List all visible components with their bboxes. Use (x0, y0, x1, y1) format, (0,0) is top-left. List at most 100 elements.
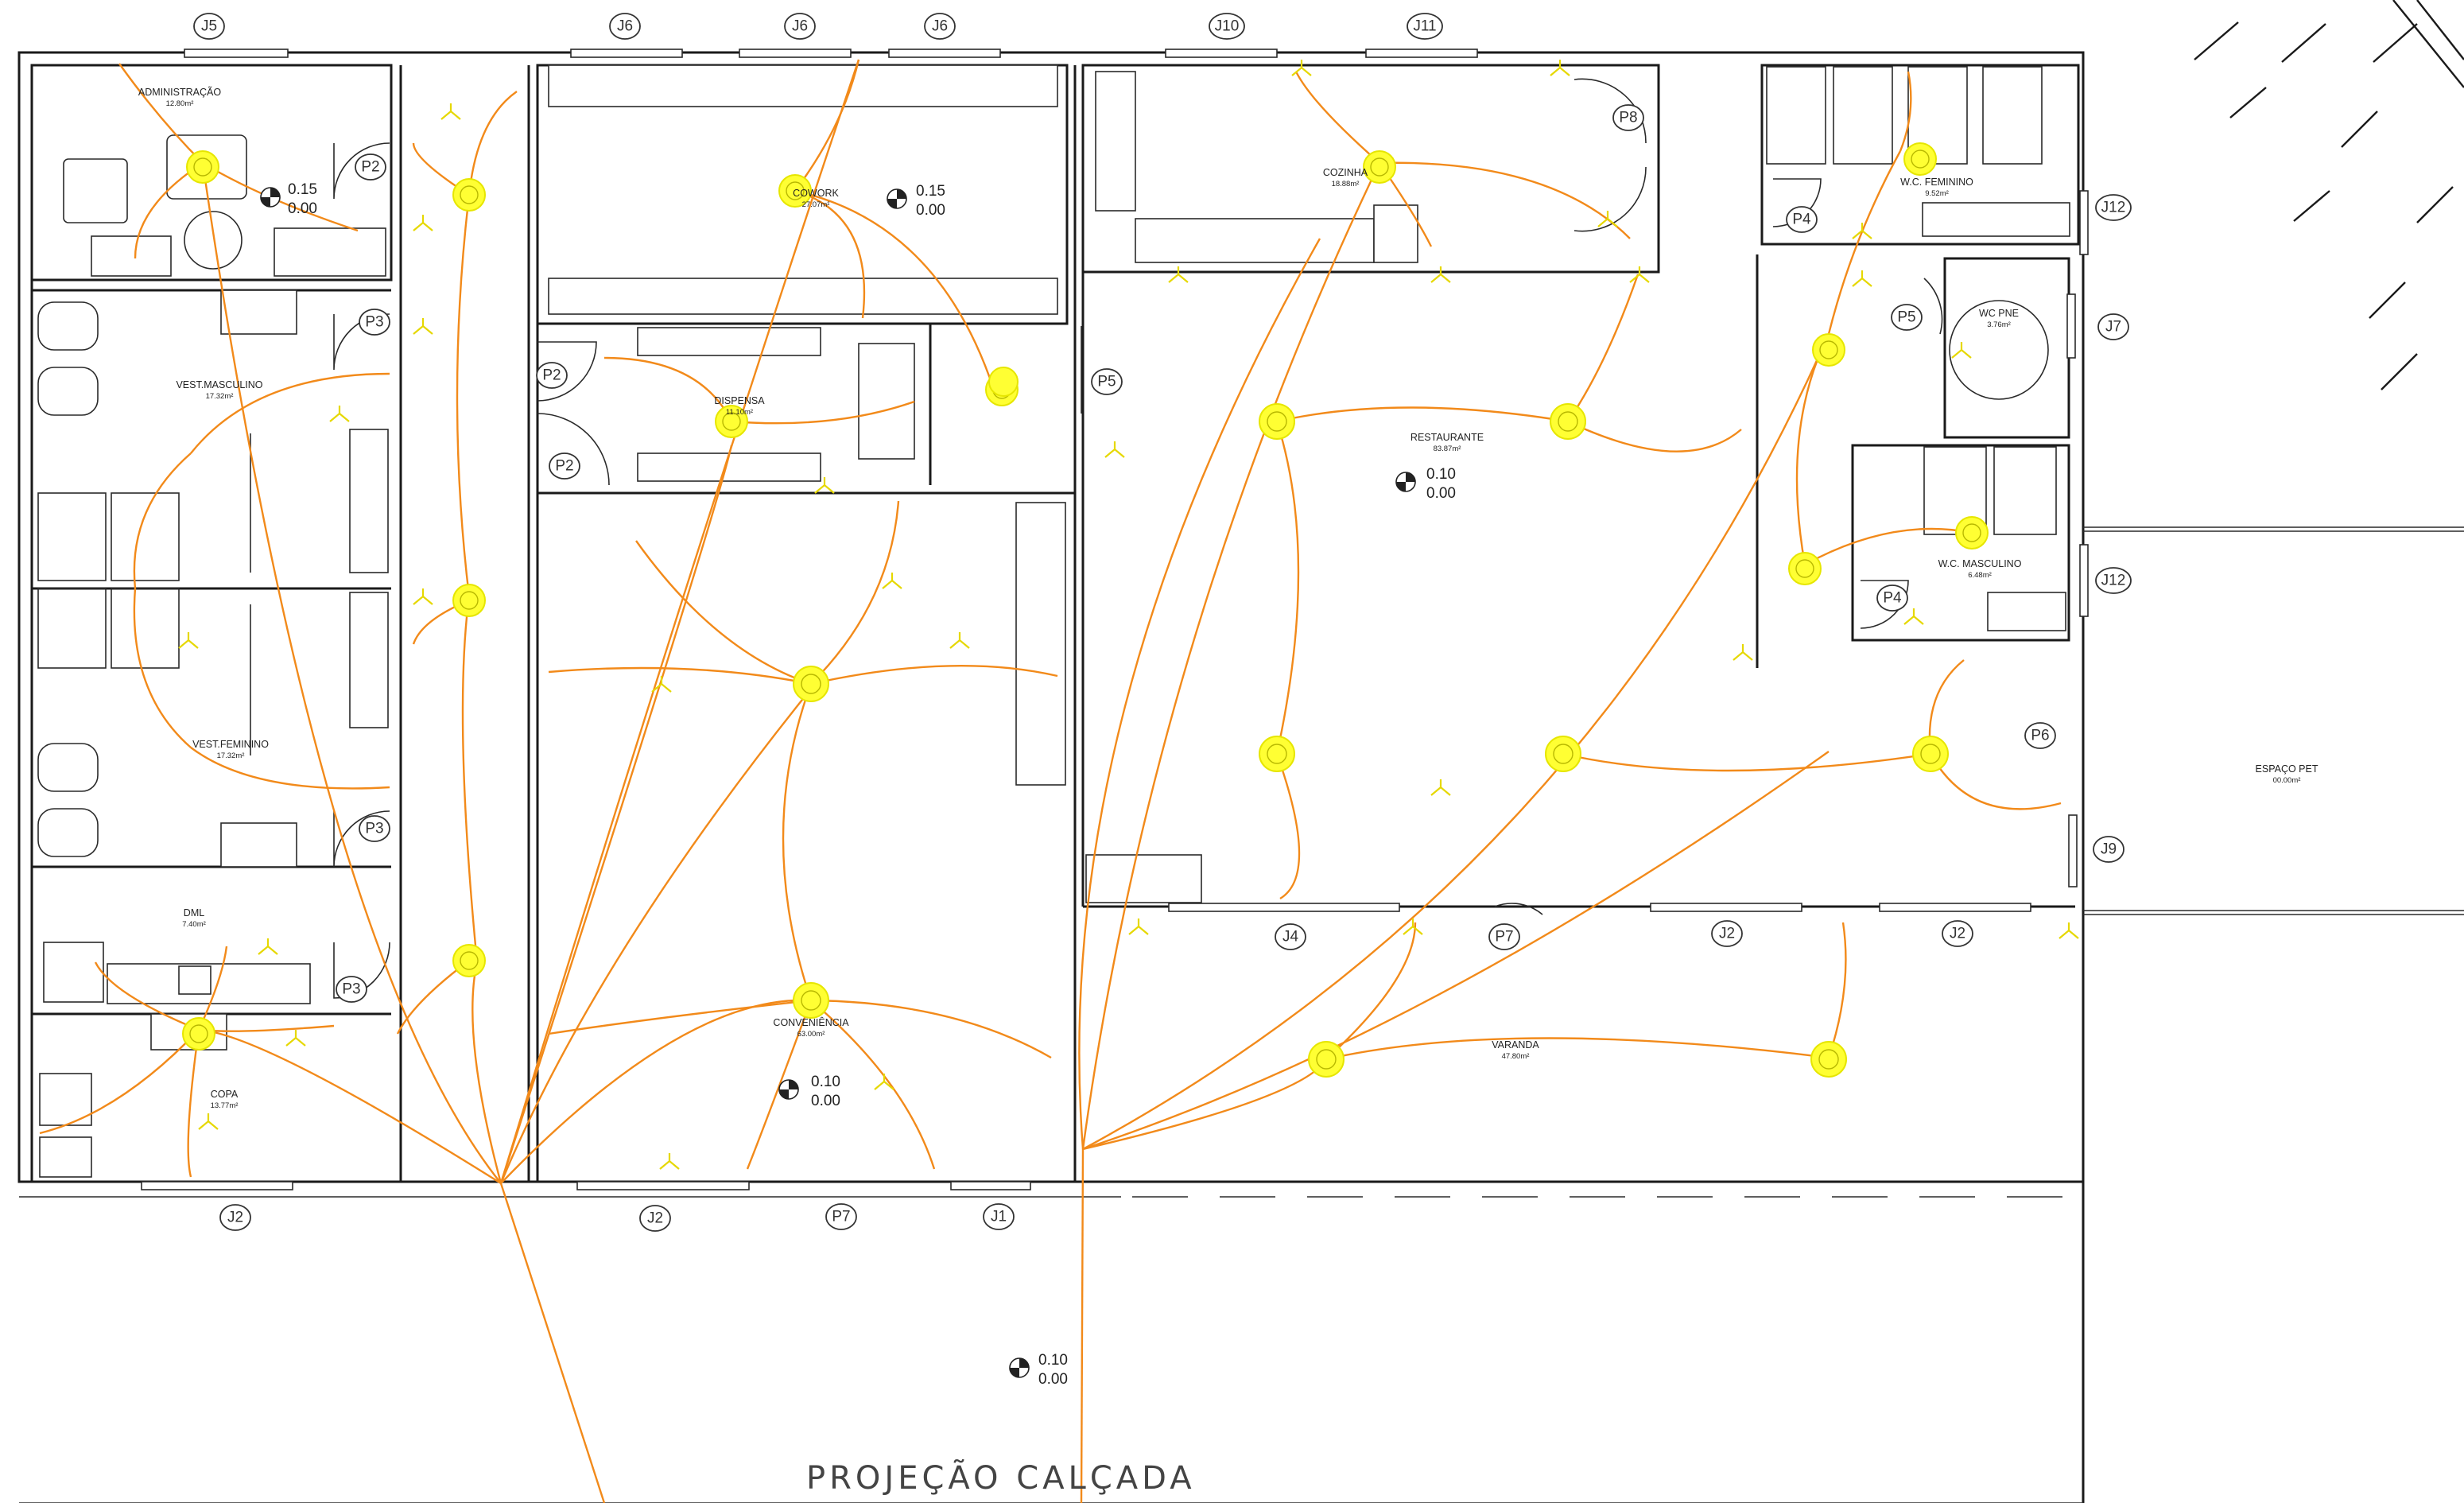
window-j6a (570, 49, 683, 58)
toilet-vf-1 (37, 743, 99, 792)
vest-f-lockers (220, 822, 297, 868)
admin-chair (63, 158, 128, 223)
kitchen-sink (1373, 204, 1418, 263)
wall-wc-feminino (1760, 64, 2080, 246)
room-area: 18.88m² (1332, 180, 1360, 188)
tag-label: J6 (932, 18, 948, 35)
tag-bubble: J6 (784, 13, 816, 40)
tag-label: J2 (227, 1210, 243, 1226)
shower-2 (111, 492, 180, 581)
sinks-m (349, 429, 389, 573)
lamp (1363, 150, 1396, 184)
tag-label: J4 (1282, 929, 1299, 946)
lamp (1812, 333, 1845, 367)
tag-bubble: P3 (336, 976, 367, 1003)
lamp (1259, 736, 1295, 772)
tag-label: P2 (542, 367, 561, 384)
lamp (1912, 736, 1949, 772)
tag-bubble: P4 (1876, 584, 1908, 612)
window-j6c (888, 49, 1001, 58)
tag-label: J10 (1215, 18, 1240, 35)
window-j1 (950, 1181, 1031, 1190)
dml-sink (178, 965, 211, 995)
tag-label: P2 (361, 159, 379, 176)
tag-bubble: J2 (1942, 920, 1973, 947)
window-j2b (576, 1181, 750, 1190)
window-j11 (1365, 49, 1478, 58)
level-marker-restaurante: 0.10 0.00 (1395, 466, 1456, 502)
toilet-vm-1 (37, 301, 99, 351)
tag-bubble: P8 (1612, 104, 1644, 131)
level-calcada-bottom: 0.00 (1038, 1371, 1068, 1388)
cowork-desk-bottom (548, 278, 1058, 315)
tag-label: P4 (1792, 212, 1811, 228)
door-conv (537, 413, 610, 486)
shower-4 (111, 588, 180, 669)
admin-desk (91, 235, 172, 277)
tag-bubble: P2 (536, 362, 568, 389)
tag-label: P3 (365, 314, 383, 331)
window-j6b (739, 49, 852, 58)
tag-bubble: J2 (639, 1205, 671, 1232)
lamp (715, 405, 748, 438)
room-name: COPA (211, 1089, 239, 1100)
room-name: VEST.FEMININO (192, 739, 269, 750)
wcm-stall-1 (1923, 446, 1987, 535)
room-name: W.C. MASCULINO (1938, 558, 2022, 569)
level-restaurante-top: 0.10 (1426, 466, 1456, 483)
tag-bubble: J12 (2095, 194, 2132, 221)
level-admin-top: 0.15 (288, 181, 317, 198)
tag-label: J6 (617, 18, 633, 35)
room-name: ESPAÇO PET (2256, 763, 2318, 775)
level-conveniencia-top: 0.10 (811, 1074, 840, 1090)
admin-table (184, 211, 243, 270)
door-p8 (1573, 78, 1647, 232)
kitchen-stove (1095, 71, 1136, 212)
door-admin (333, 142, 390, 200)
vest-m-lockers (220, 289, 297, 335)
hatch-area (2194, 0, 2464, 390)
tag-bubble: P5 (1091, 368, 1123, 395)
shower-3 (37, 588, 107, 669)
restaurant-counter (1085, 854, 1202, 903)
tag-bubble: J4 (1275, 923, 1306, 950)
tag-label: P3 (365, 821, 383, 837)
tag-bubble: J12 (2095, 567, 2132, 594)
lamp (1308, 1041, 1345, 1078)
tag-bubble: P4 (1786, 206, 1818, 233)
window-j4 (1168, 903, 1400, 912)
level-restaurante-bottom: 0.00 (1426, 485, 1456, 502)
wcf-stall-1 (1766, 66, 1826, 165)
door-vest-f (333, 810, 390, 868)
light-fixtures (182, 142, 1989, 1078)
tag-bubble: J5 (193, 13, 225, 40)
tag-bubble: P7 (825, 1203, 857, 1230)
lamp (1955, 516, 1989, 550)
tag-label: J11 (1413, 18, 1436, 35)
door-dispensa (537, 341, 597, 402)
room-area: 7.40m² (182, 920, 206, 929)
level-cowork-top: 0.15 (916, 183, 945, 200)
wcf-stall-4 (1982, 66, 2043, 165)
wcf-stall-2 (1833, 66, 1893, 165)
lamp (793, 982, 829, 1019)
conv-shelf (1015, 502, 1066, 786)
room-name: DISPENSA (714, 395, 765, 406)
room-area: 17.32m² (206, 392, 234, 401)
toilet-vm-2 (37, 367, 99, 416)
electrical-wiring (39, 59, 2062, 1503)
dispensa-shelf-right (858, 343, 915, 460)
lamp (182, 1017, 215, 1051)
tag-bubble: P3 (359, 309, 390, 336)
tag-label: J1 (991, 1209, 1007, 1225)
tag-label: P6 (2031, 728, 2049, 744)
lamp (1545, 736, 1581, 772)
room-area: 6.48m² (1968, 571, 1992, 580)
room-name: WC PNE (1979, 308, 2019, 319)
wcm-stall-2 (1993, 446, 2057, 535)
tag-bubble: J6 (924, 13, 956, 40)
tag-bubble: P2 (549, 452, 580, 480)
windows (141, 49, 2089, 1190)
tag-label: P5 (1897, 309, 1915, 326)
